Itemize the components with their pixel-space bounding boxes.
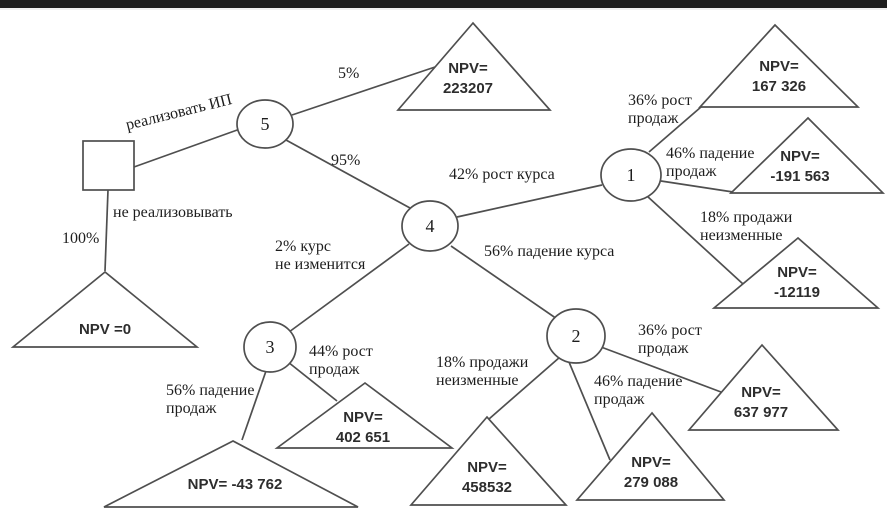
outcome-npv-279088: NPV= 279 088 [623,454,679,491]
top-border-bar [0,0,887,10]
outcome-triangle-167326 [698,23,861,108]
outcome-triangle-637977 [687,343,840,431]
outcome-npv-402651: NPV= 402 651 [335,409,391,446]
outcome-triangle-m43762 [103,440,359,508]
edge-n2-to-npv458532 [488,356,561,420]
outcome-npv-223207: NPV= 223207 [442,60,494,97]
edge-lines [104,66,744,461]
outcome-npv-m12119: NPV= -12119 [774,264,820,301]
edge-n1-to-npv167326 [648,106,702,153]
chance-node-3-circle [243,321,297,373]
chance-node-4-circle [401,200,459,252]
edge-label-rate-fall: 56% падение курса [484,243,615,260]
edge-label-prob-100: 100% [62,230,100,247]
chance-node-5-circle [236,99,294,149]
edge-label-prob-5: 5% [338,65,360,82]
outcome-triangle-402651 [274,381,455,449]
outcome-triangle-223207 [396,21,552,111]
edge-label-not-realize: не реализовывать [113,204,233,221]
chance-node-2-circle [546,308,606,364]
edge-label-rate-same: 2% курс не изменится [275,238,366,273]
edge-n5-to-n4 [285,139,411,209]
edge-label-n2-sales-growth: 36% рост продаж [638,322,702,357]
decision-square-node [82,140,135,191]
edge-label-n3-sales-fall: 56% падение продаж [166,382,255,417]
chance-node-4-label: 4 [425,216,435,236]
edge-n1-to-npvm12119 [646,195,744,285]
edge-label-n3-sales-growth: 44% рост продаж [309,343,373,378]
outcome-npv-458532: NPV= 458532 [461,459,513,496]
outcome-npv-167326: NPV= 167 326 [751,58,807,95]
chance-node-2-label: 2 [571,326,581,346]
edge-root-to-npv0 [104,189,109,272]
node-shapes [10,21,886,508]
edge-n2-to-npv637977 [600,346,722,393]
edge-n3-to-npvm43762 [241,370,267,441]
edge-n4-to-n2 [450,245,561,322]
edge-n4-to-n1 [456,184,603,218]
chance-node-3-label: 3 [265,337,275,357]
chance-node-1-label: 1 [626,165,636,185]
outcome-npv-m191563: NPV= -191 563 [770,148,830,185]
edge-label-n1-sales-fall: 46% падение продаж [666,145,755,180]
outcome-triangle-0 [10,270,200,348]
outcome-triangle-m12119 [711,236,881,309]
chance-node-5-label: 5 [260,114,270,134]
outcome-npv-0: NPV =0 [78,321,132,338]
edge-n5-to-npv223207 [291,66,436,116]
edge-label-rate-growth: 42% рост курса [449,166,555,183]
edge-label-n2-sales-same: 18% продажи неизменные [436,354,529,389]
outcome-triangle-279088 [575,411,726,501]
edge-n3-to-npv402651 [287,361,338,402]
outcome-triangle-458532 [409,415,568,506]
edge-root-to-n5 [133,128,241,168]
outcome-npv-m43762: NPV= -43 762 [187,476,283,493]
edge-label-n1-sales-growth: 36% рост продаж [628,92,692,127]
edge-label-prob-95: 95% [331,152,361,169]
edge-n1-to-npvm191563 [660,180,734,193]
outcome-npv-637977: NPV= 637 977 [733,384,789,421]
edge-label-n1-sales-same: 18% продажи неизменные [700,209,793,244]
outcome-triangle-m191563 [728,116,886,194]
edge-label-n2-sales-fall: 46% падение продаж [594,373,683,408]
edge-n4-to-n3 [288,243,410,333]
edge-n2-to-npv279088 [568,361,611,461]
chance-node-1-circle [600,148,662,202]
